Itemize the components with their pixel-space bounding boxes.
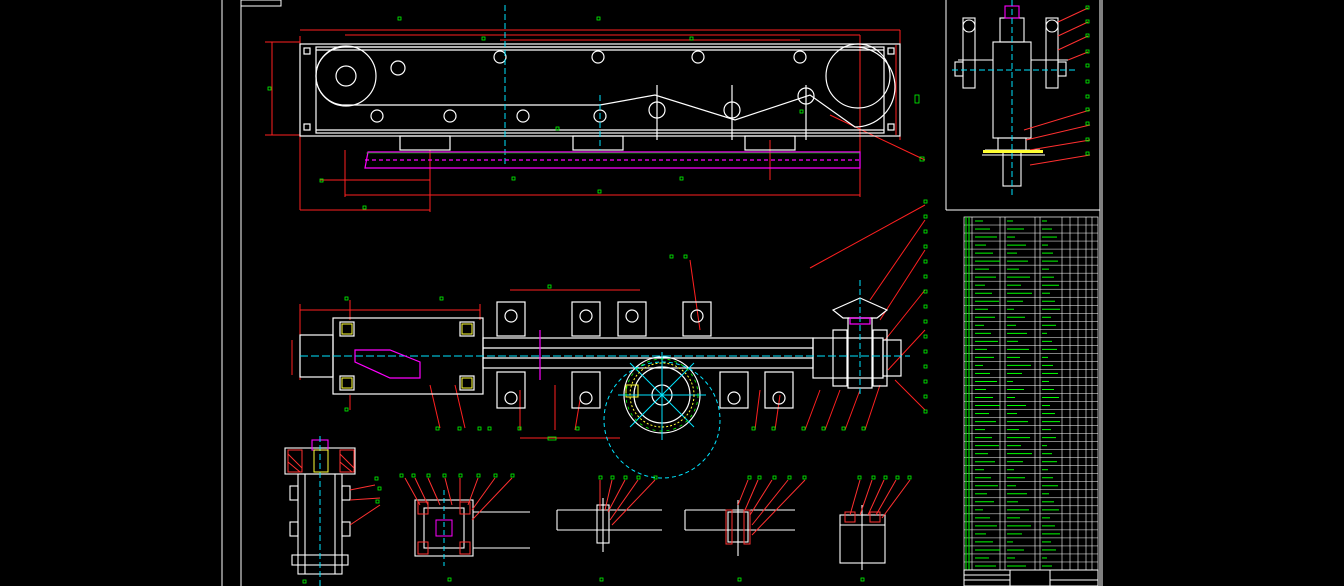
parts-list-table xyxy=(963,216,1099,571)
title-block xyxy=(963,569,1099,586)
section-view-d xyxy=(684,475,807,582)
base-plate xyxy=(364,151,861,169)
section-view-a xyxy=(284,436,382,586)
top-elevation-view xyxy=(265,5,926,212)
section-view-b xyxy=(399,473,530,582)
section-view-e xyxy=(839,475,912,582)
dimension-lines xyxy=(265,29,926,212)
sheet-frame xyxy=(221,0,1103,586)
annotation-markers xyxy=(267,16,925,210)
section-view-c xyxy=(556,475,662,582)
side-end-view xyxy=(952,0,1091,195)
plan-view xyxy=(291,199,928,479)
centerlines xyxy=(504,5,601,165)
